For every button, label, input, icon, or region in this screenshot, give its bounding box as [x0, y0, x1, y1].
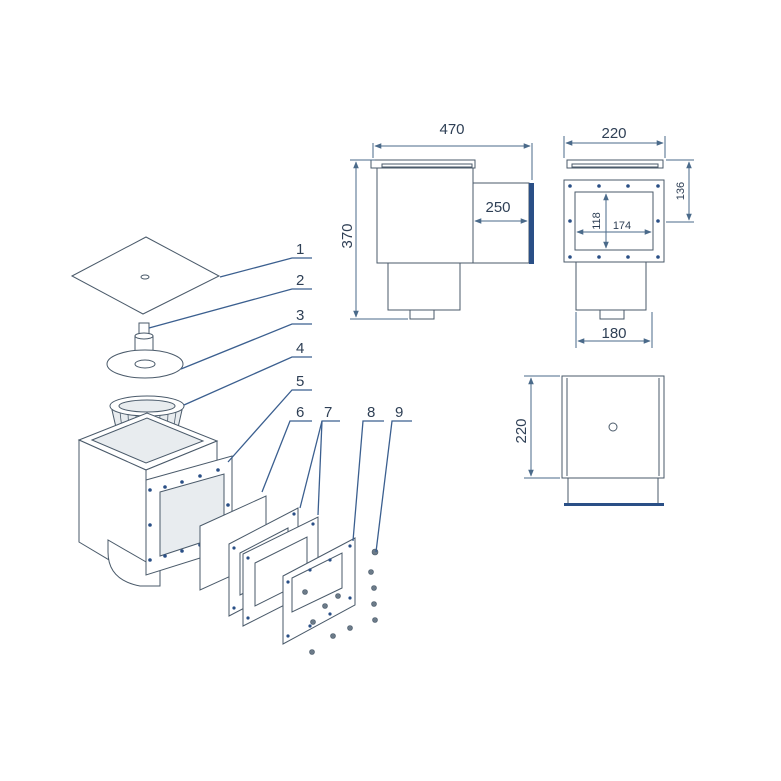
front-view: 220 136 118 174 180 — [563, 125, 694, 348]
top-view: 220 — [513, 375, 665, 506]
dim-opening-height: 118 — [591, 212, 603, 230]
float-part — [106, 349, 184, 379]
part-label-9: 9 — [395, 404, 403, 421]
part-label-7: 7 — [324, 404, 332, 421]
dim-front-width: 220 — [601, 125, 626, 142]
lid-part — [70, 236, 221, 315]
part-label-6: 6 — [296, 404, 304, 421]
dim-side-width: 470 — [439, 121, 464, 138]
part-label-8: 8 — [367, 404, 375, 421]
exploded-view: 1 2 3 4 5 6 7 8 9 — [70, 236, 412, 655]
part-label-3: 3 — [296, 307, 304, 324]
dim-body-width: 180 — [601, 325, 626, 342]
part-leaders — [148, 257, 412, 553]
adjuster-part — [134, 322, 154, 353]
side-view: 470 370 250 — [339, 121, 534, 320]
dim-flange-height: 136 — [675, 182, 687, 200]
dim-nozzle: 250 — [485, 199, 510, 216]
part-label-2: 2 — [296, 272, 304, 289]
dim-opening-width: 174 — [613, 220, 631, 232]
flange-plate-part — [282, 537, 356, 645]
part-label-4: 4 — [296, 340, 304, 357]
screws-part — [302, 548, 379, 655]
dim-top-depth: 220 — [513, 418, 530, 443]
part-labels: 1 2 3 4 5 6 7 8 9 — [296, 241, 403, 421]
part-label-1: 1 — [296, 241, 304, 258]
part-label-5: 5 — [296, 373, 304, 390]
skimmer-body-part — [77, 412, 233, 587]
dim-side-height: 370 — [339, 223, 356, 248]
